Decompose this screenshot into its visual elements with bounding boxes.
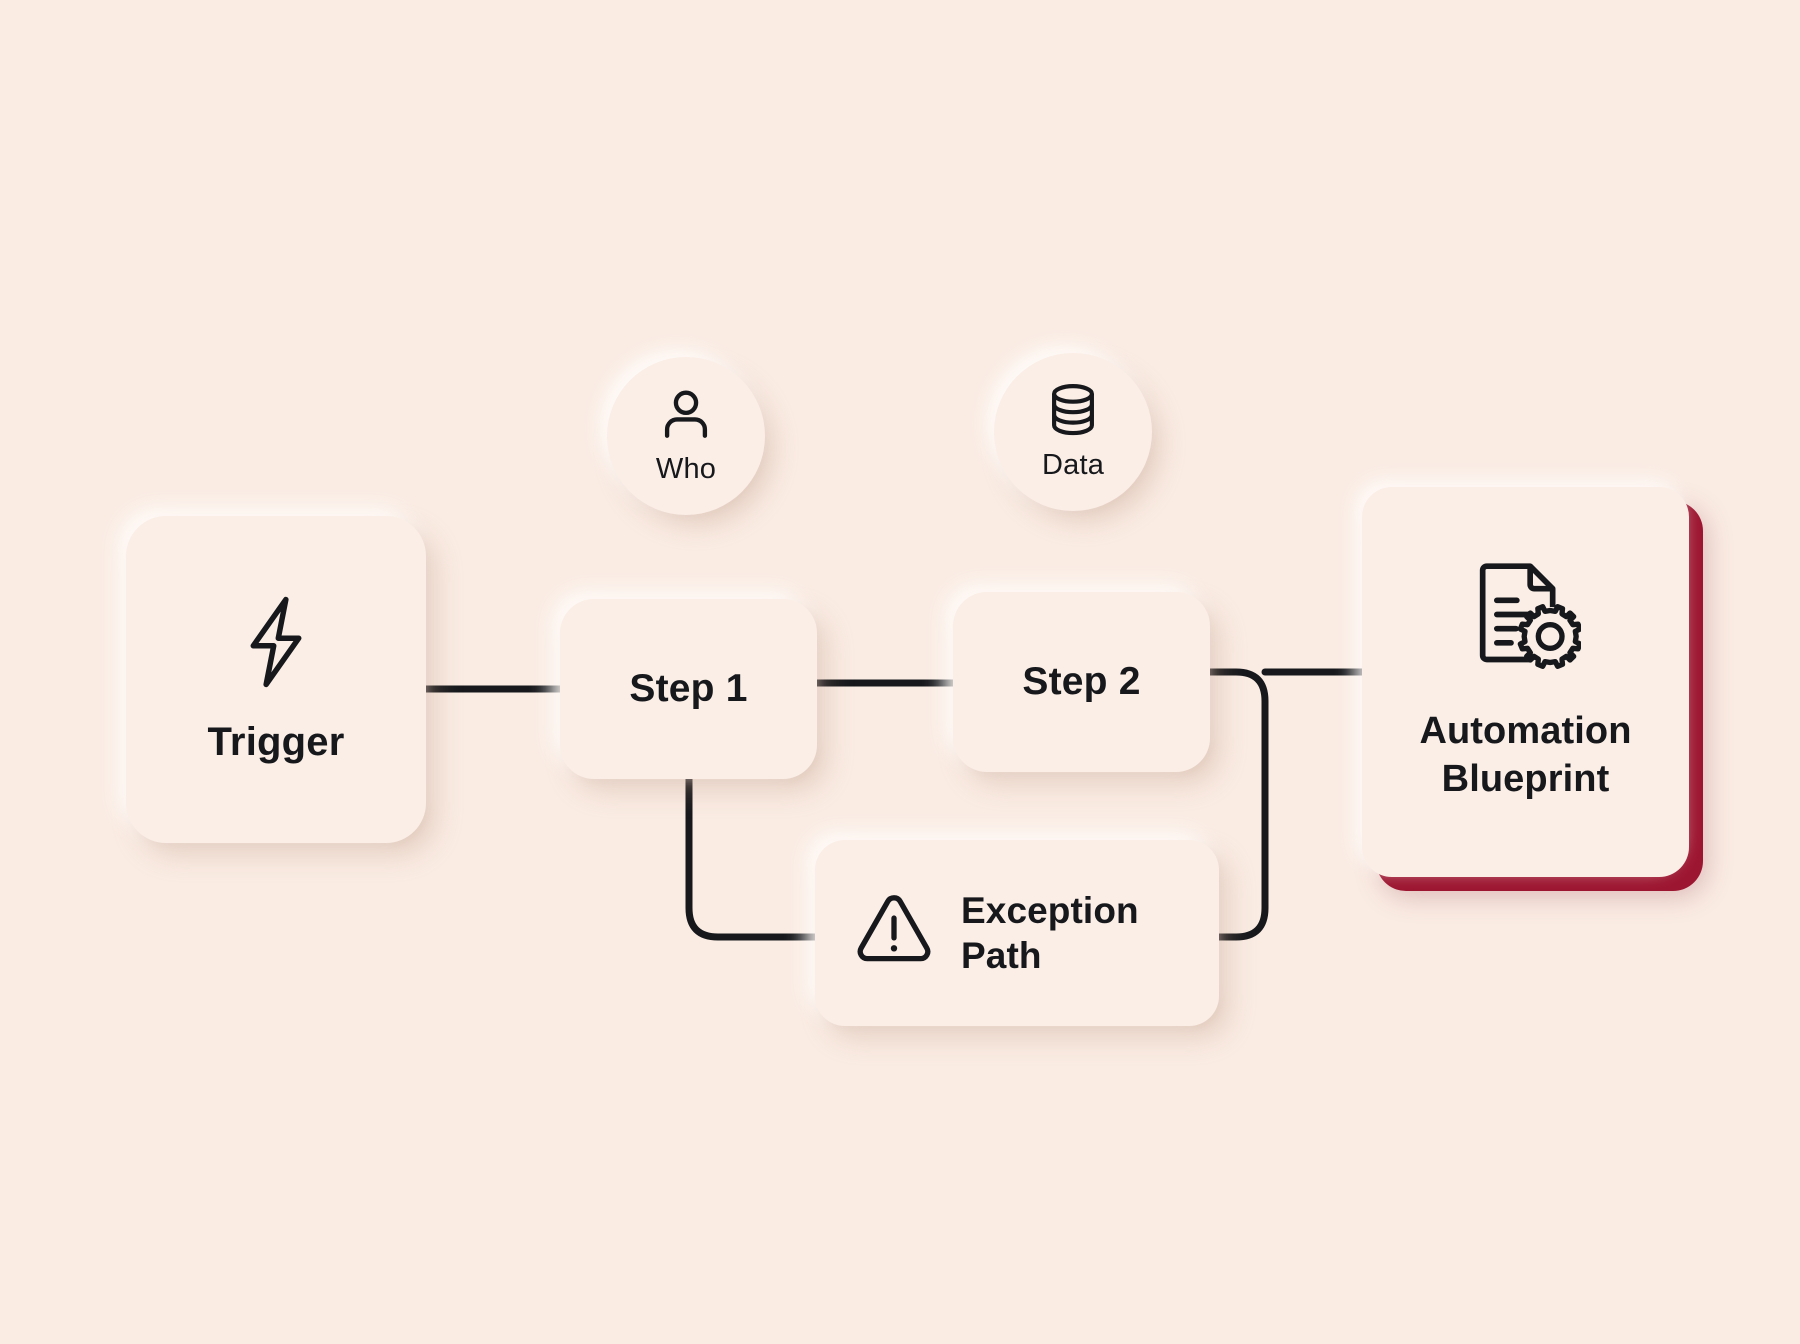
badge-who[interactable]: Who — [607, 357, 765, 515]
node-trigger-label: Trigger — [207, 719, 345, 764]
badge-who-label: Who — [655, 453, 717, 485]
database-icon — [1048, 382, 1098, 443]
badge-data-label: Data — [1041, 449, 1105, 481]
node-automation-blueprint[interactable]: Automation Blueprint — [1362, 487, 1689, 877]
node-step2[interactable]: Step 2 — [953, 592, 1210, 772]
node-automation-blueprint-label-line1: Automation — [1419, 709, 1632, 752]
connector-step1-to-exception — [685, 771, 825, 941]
warning-triangle-icon — [853, 893, 935, 974]
node-step1-label: Step 1 — [629, 667, 748, 710]
node-step2-label: Step 2 — [1022, 660, 1141, 703]
node-trigger[interactable]: Trigger — [126, 516, 426, 843]
node-automation-blueprint-label: Automation Blueprint — [1419, 708, 1631, 804]
lightning-bolt-icon — [239, 595, 313, 694]
document-gear-icon — [1471, 561, 1583, 678]
node-exception-path-label: Exception Path — [961, 888, 1139, 978]
node-exception-path-label-line2: Path — [961, 935, 1042, 976]
badge-data[interactable]: Data — [994, 353, 1152, 511]
node-automation-blueprint-label-line2: Blueprint — [1441, 757, 1610, 800]
node-step1[interactable]: Step 1 — [560, 599, 817, 779]
node-exception-path-label-line1: Exception — [961, 889, 1139, 931]
node-exception-path[interactable]: Exception Path — [815, 840, 1219, 1026]
person-icon — [658, 386, 714, 447]
